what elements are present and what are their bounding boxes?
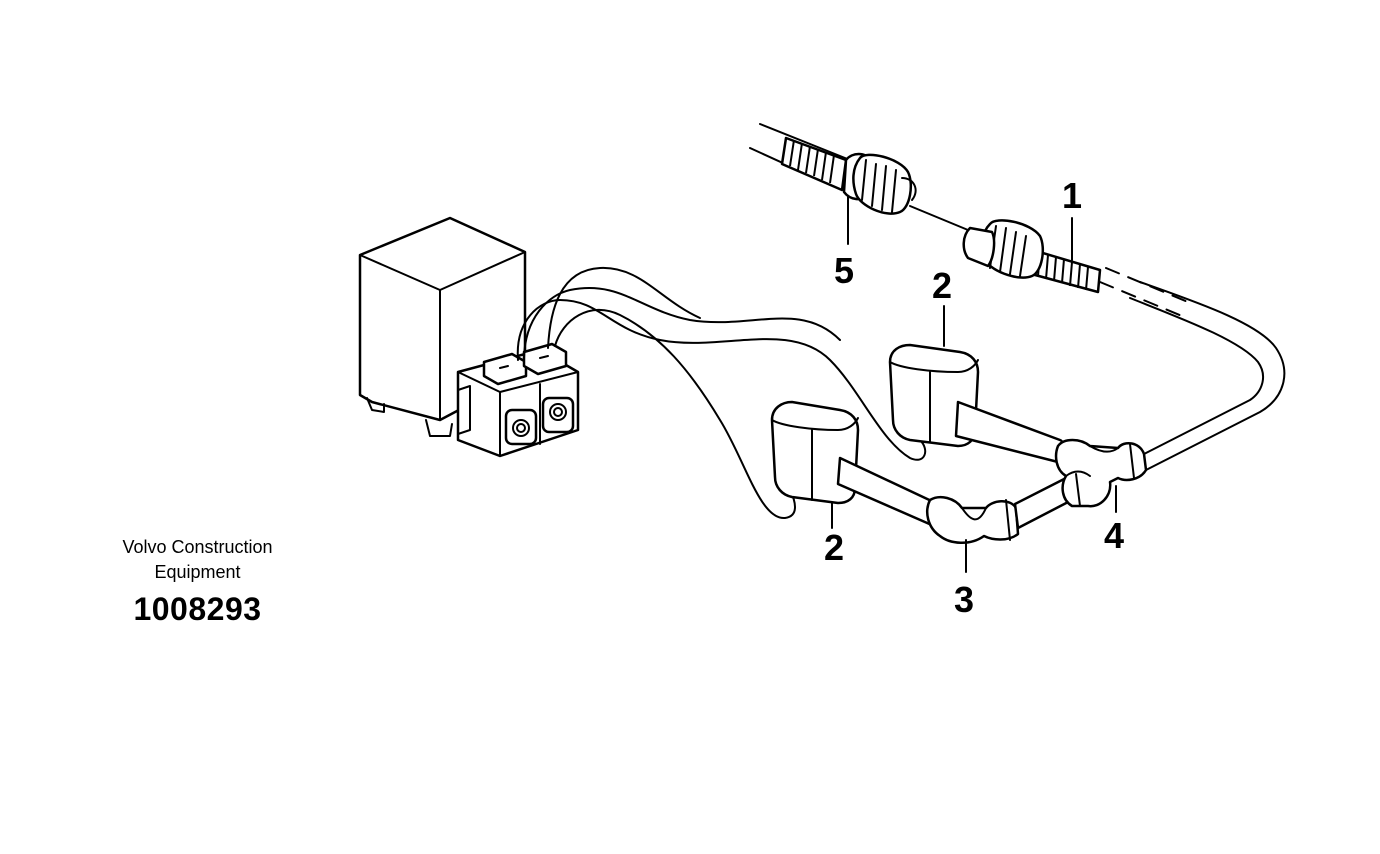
callout-2-lower: 2 <box>824 527 844 568</box>
callout-leaders <box>831 195 1117 573</box>
brand-line-2: Equipment <box>154 562 241 582</box>
callout-5: 5 <box>834 250 854 291</box>
electrical-wires <box>516 266 927 520</box>
connector-line <box>909 205 969 231</box>
washer-hose <box>1099 267 1286 471</box>
valve-head-upper <box>888 343 1066 464</box>
callout-3: 3 <box>954 579 974 620</box>
hose-connector-5 <box>749 123 917 215</box>
callout-4: 4 <box>1104 515 1124 556</box>
diagram-part-number: 1008293 <box>133 591 262 627</box>
hose-ribs-1 <box>1037 251 1089 291</box>
hose-connector-1 <box>962 219 1102 294</box>
valve-head-lower <box>770 400 943 528</box>
elbow-fitting-3 <box>926 474 1077 544</box>
callout-2-upper: 2 <box>932 265 952 306</box>
solenoid-valve-block <box>456 342 580 458</box>
brand-line-1: Volvo Construction <box>122 537 273 557</box>
callout-1: 1 <box>1062 175 1082 216</box>
tee-fitting-4 <box>1054 438 1148 508</box>
brand-block: Volvo Construction Equipment 1008293 <box>80 535 315 628</box>
hose-ribs-5 <box>789 139 835 184</box>
